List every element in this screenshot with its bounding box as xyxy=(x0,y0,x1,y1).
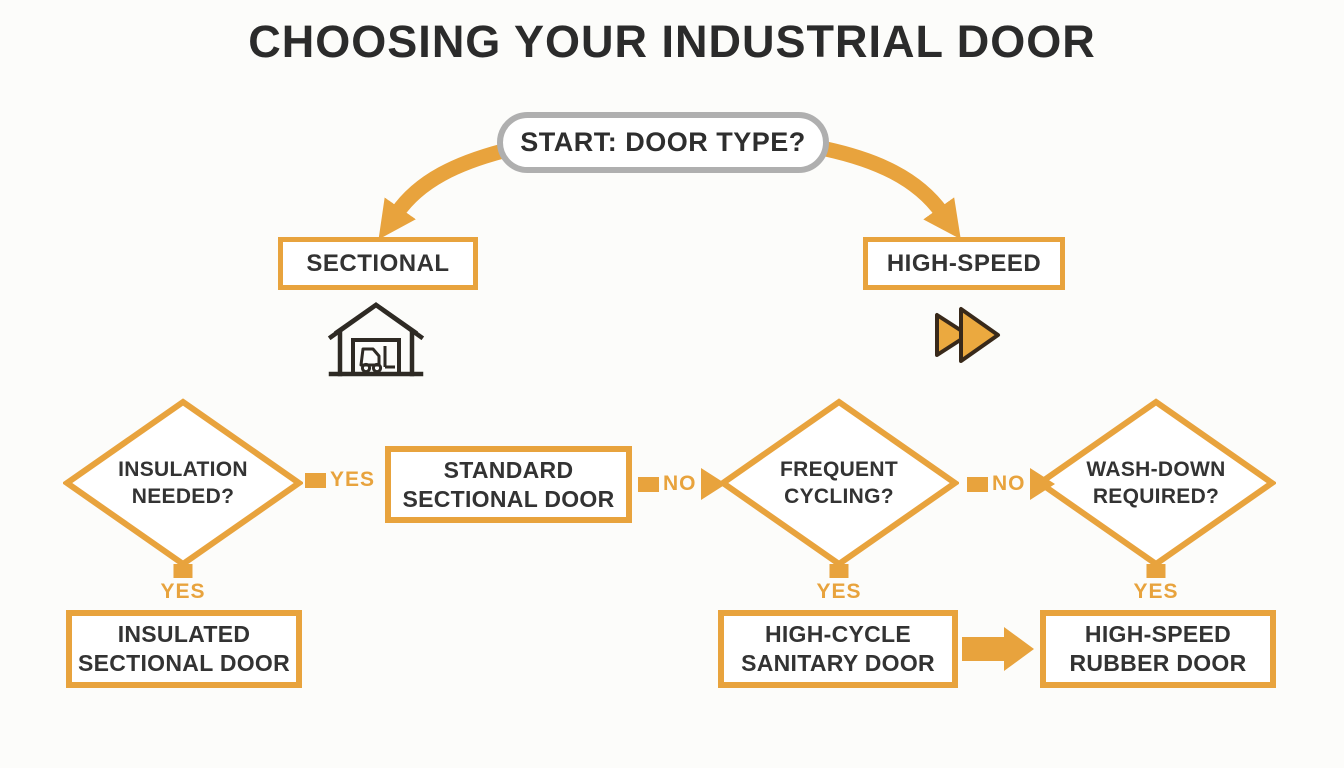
warehouse-forklift-icon xyxy=(327,302,425,377)
connector-frequent-down-yes: YES xyxy=(816,564,861,604)
branch-high-speed-label: HIGH-SPEED xyxy=(886,249,1042,277)
branch-sectional-label: SECTIONAL xyxy=(306,249,450,277)
arrow-start-to-sectional xyxy=(378,143,505,240)
arrow-head xyxy=(1004,627,1034,671)
connector-square xyxy=(173,564,193,578)
decision-wash-down-label: WASH-DOWN REQUIRED? xyxy=(1086,457,1226,508)
decision-insulation-label: INSULATION NEEDED? xyxy=(118,457,248,508)
connector-square xyxy=(305,472,326,488)
connector-square xyxy=(829,564,849,578)
arrowhead-right-icon xyxy=(700,468,726,500)
outcome-standard-sectional-door: STANDARD SECTIONAL DOOR xyxy=(385,446,632,523)
outcome-high-cycle-sanitary-label: HIGH-CYCLE SANITARY DOOR xyxy=(741,621,935,676)
decision-wash-down: WASH-DOWN REQUIRED? xyxy=(1036,398,1276,568)
decision-frequent-cycling-label: FREQUENT CYCLING? xyxy=(780,457,898,508)
branch-sectional: SECTIONAL xyxy=(278,237,478,290)
outcome-high-speed-rubber-label: HIGH-SPEED RUBBER DOOR xyxy=(1069,621,1247,676)
connector-label-no: NO xyxy=(663,472,697,495)
outcome-high-cycle-sanitary-door: HIGH-CYCLE SANITARY DOOR xyxy=(718,610,958,688)
arrow-start-to-highspeed xyxy=(824,141,961,240)
fast-forward-icon xyxy=(935,307,1000,363)
outcome-insulated-sectional-door: INSULATED SECTIONAL DOOR xyxy=(66,610,302,688)
connector-square xyxy=(967,476,988,492)
connector-square xyxy=(638,476,659,492)
arrowhead-right-icon xyxy=(1029,468,1055,500)
outcome-insulated-sectional-label: INSULATED SECTIONAL DOOR xyxy=(77,621,291,676)
outcome-standard-sectional-label: STANDARD SECTIONAL DOOR xyxy=(402,456,615,512)
connector-insulation-down-yes: YES xyxy=(160,564,205,604)
page-title: CHOOSING YOUR INDUSTRIAL DOOR xyxy=(248,16,1096,67)
arrow-shaft xyxy=(962,637,1004,661)
connector-insulation-yes: YES xyxy=(305,468,375,492)
connector-frequent-no: NO xyxy=(967,468,1055,500)
connector-label-yes: YES xyxy=(330,468,376,491)
connector-standard-no: NO xyxy=(638,468,726,500)
connector-label-yes: YES xyxy=(1133,580,1179,603)
start-node: START: DOOR TYPE? xyxy=(497,112,829,173)
connector-label-yes: YES xyxy=(816,580,862,603)
connector-label-no: NO xyxy=(992,472,1026,495)
decision-insulation-needed: INSULATION NEEDED? xyxy=(63,398,303,568)
connector-washdown-down-yes: YES xyxy=(1133,564,1178,604)
arrow-sanitary-to-rubber-icon xyxy=(962,627,1034,671)
branch-high-speed: HIGH-SPEED xyxy=(863,237,1065,290)
decision-frequent-cycling: FREQUENT CYCLING? xyxy=(719,398,959,568)
connector-square xyxy=(1146,564,1166,578)
outcome-high-speed-rubber-door: HIGH-SPEED RUBBER DOOR xyxy=(1040,610,1276,688)
connector-label-yes: YES xyxy=(160,580,206,603)
start-label: START: DOOR TYPE? xyxy=(520,127,806,157)
